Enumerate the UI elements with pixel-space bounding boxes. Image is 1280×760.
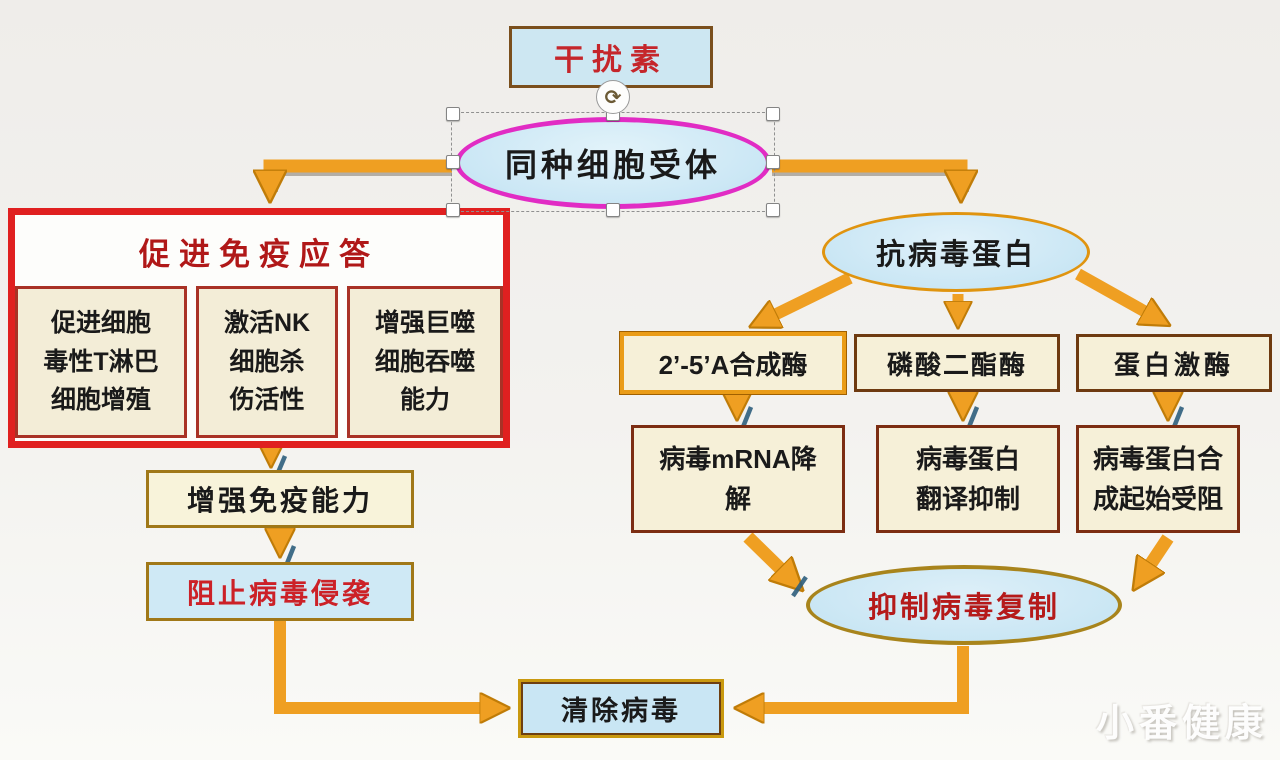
- selection-handle-bottom-right[interactable]: [766, 203, 780, 217]
- arrow-shadow-right: [772, 172, 969, 192]
- node-phosphodiesterase[interactable]: 磷酸二酯酶: [854, 334, 1060, 392]
- selection-handle-bottom-center[interactable]: [606, 203, 620, 217]
- node-enhance-immunity[interactable]: 增强免疫能力: [146, 470, 414, 528]
- node-clear-virus[interactable]: 清除病毒: [518, 679, 724, 738]
- rotate-handle-icon[interactable]: ⟳: [596, 80, 630, 114]
- arrow-antiviral-synthase: [760, 272, 853, 322]
- arrow-antiviral-kinase: [1075, 268, 1160, 320]
- arrow-inhibit-clear: [746, 646, 969, 708]
- arrow-block-clear: [274, 621, 498, 708]
- selection-handle-middle-left[interactable]: [446, 155, 460, 169]
- node-inhibit-virus-replication[interactable]: 抑制病毒复制: [806, 565, 1122, 645]
- node-viral-mrna-degradation[interactable]: 病毒mRNA降 解: [631, 425, 845, 533]
- panel-immune-response[interactable]: 促进免疫应答 促进细胞 毒性T淋巴 细胞增殖 激活NK 细胞杀 伤活性 增强巨噬…: [8, 208, 510, 448]
- node-ctl-proliferation[interactable]: 促进细胞 毒性T淋巴 细胞增殖: [15, 286, 187, 438]
- node-protein-kinase[interactable]: 蛋白激酶: [1076, 334, 1272, 392]
- arrow-receptor-antiviral: [772, 159, 961, 190]
- arrow-mrna-inhibit: [743, 532, 794, 582]
- immune-items-row: 促进细胞 毒性T淋巴 细胞增殖 激活NK 细胞杀 伤活性 增强巨噬 细胞吞噬 能…: [7, 286, 511, 438]
- node-block-virus-invasion[interactable]: 阻止病毒侵袭: [146, 562, 414, 621]
- watermark-text: 小番健康: [1096, 703, 1269, 745]
- selection-handle-middle-right[interactable]: [766, 155, 780, 169]
- selection-handle-top-right[interactable]: [766, 107, 780, 121]
- node-synthesis-initiation-blocked[interactable]: 病毒蛋白合 成起始受阻: [1076, 425, 1240, 533]
- node-synthetase-2-5a[interactable]: 2’-5’A合成酶: [620, 332, 846, 394]
- node-macrophage-phagocytosis[interactable]: 增强巨噬 细胞吞噬 能力: [347, 286, 503, 438]
- arrow-shadow-left: [274, 172, 452, 192]
- node-nk-activation[interactable]: 激活NK 细胞杀 伤活性: [196, 286, 338, 438]
- selection-handle-bottom-left[interactable]: [446, 203, 460, 217]
- arrow-receptor-immune: [270, 159, 452, 190]
- selection-handle-top-left[interactable]: [446, 107, 460, 121]
- immune-panel-title: 促进免疫应答: [139, 237, 379, 272]
- node-interferon[interactable]: 干扰素: [509, 26, 713, 88]
- node-antiviral-protein[interactable]: 抗病毒蛋白: [822, 212, 1090, 292]
- arrow-initiation-inhibit: [1140, 534, 1174, 580]
- selection-outline: [451, 112, 775, 212]
- node-translation-inhibition[interactable]: 病毒蛋白 翻译抑制: [876, 425, 1060, 533]
